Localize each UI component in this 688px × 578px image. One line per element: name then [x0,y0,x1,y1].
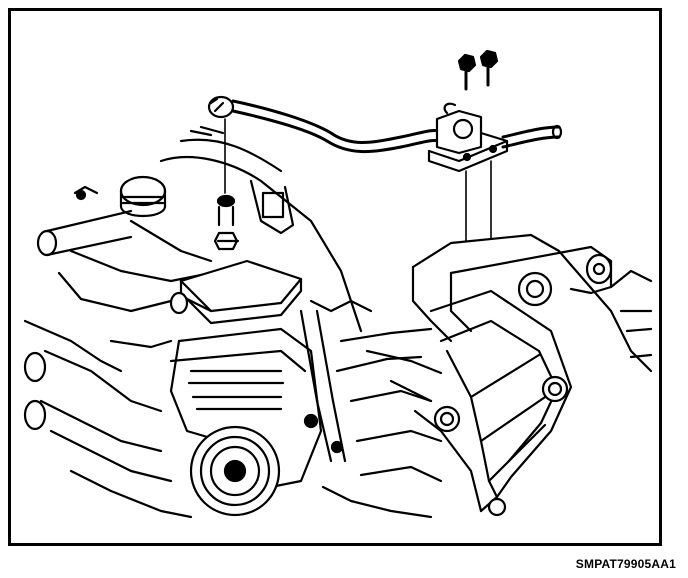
fluid-reservoir [73,175,167,217]
engine-bracket-line-drawing [23,49,653,519]
figure-code: SMPAT79905AA1 [575,557,676,571]
engine-center-block [169,299,373,493]
mounting-screws [457,49,499,91]
engine-left-lower [23,319,193,519]
engine-right-shaft [321,263,653,519]
illustration-frame [8,8,662,546]
mounting-stud-nut [213,194,240,251]
vacuum-solenoid-valve [427,102,509,173]
engine-mount-bracket [365,233,613,517]
engine-left-upper [36,125,363,333]
crank-pulley [189,425,281,517]
vacuum-hose [207,95,563,154]
intake-plate [169,259,303,325]
